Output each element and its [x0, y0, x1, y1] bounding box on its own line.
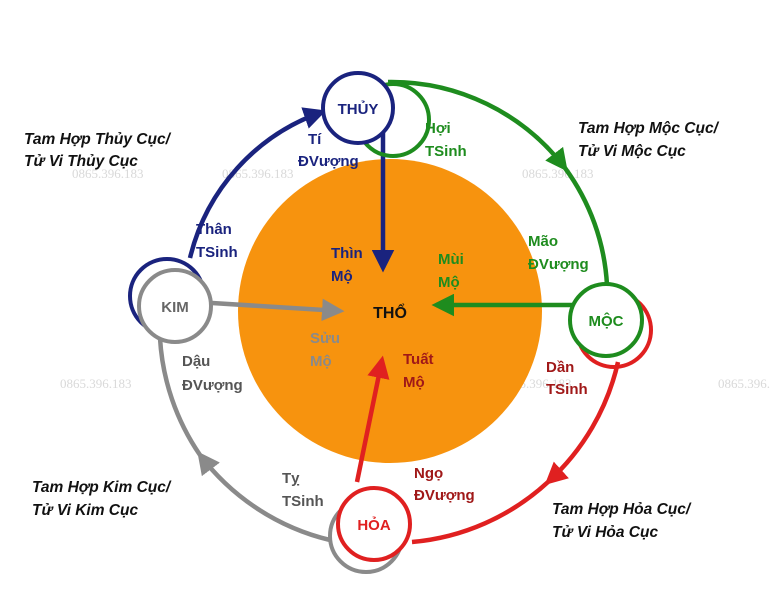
- branch-dau-state: ĐVượng: [182, 377, 243, 394]
- tomb-tuat: Tuất: [403, 351, 434, 368]
- arrow-hoa-to-tho: [354, 355, 390, 483]
- center-label: THỔ: [373, 303, 407, 322]
- caption-kim-line2: Tử Vi Kim Cục: [32, 502, 138, 519]
- branch-mao: Mão: [528, 233, 558, 250]
- node-kim-ring: [137, 268, 213, 344]
- node-hoa-label: HỎA: [357, 516, 391, 534]
- branch-mao-state: ĐVượng: [528, 256, 589, 273]
- node-moc-ring: [568, 282, 644, 358]
- caption-hoa-line2: Tử Vi Hỏa Cục: [552, 524, 658, 541]
- tomb-thin-state: Mộ: [331, 268, 353, 285]
- watermark: 0865.396.183: [522, 166, 594, 181]
- branch-hoi-state: TSinh: [425, 143, 467, 160]
- branch-ti: Tí: [308, 131, 322, 148]
- caption-thuy-line1: Tam Hợp Thủy Cục/: [24, 131, 172, 148]
- branch-ngo-state: ĐVượng: [414, 487, 475, 504]
- watermark: 0865.396.183: [222, 166, 294, 181]
- branch-hoi: Hợi: [425, 120, 451, 137]
- branch-dau: Dậu: [182, 353, 210, 370]
- node-hoa-ring: [336, 486, 412, 562]
- node-kim-label: KIM: [161, 299, 189, 316]
- arc-than-to-thuy: [187, 107, 327, 259]
- arc-kim-tail: [157, 337, 202, 457]
- arc-dan-to-hoa: [544, 361, 621, 486]
- arc-moc-tail: [563, 166, 610, 286]
- branch-than: Thân: [196, 221, 232, 238]
- node-moc-label: MỘC: [589, 312, 624, 330]
- tomb-suu-state: Mộ: [310, 353, 332, 370]
- arc-ty-to-kim: [197, 451, 331, 543]
- caption-hoa-line1: Tam Hợp Hỏa Cục/: [552, 501, 692, 518]
- branch-ti-state: ĐVượng: [298, 153, 359, 170]
- tomb-thin: Thìn: [331, 245, 363, 262]
- tho-circle: [238, 159, 542, 463]
- watermark: 0865.396.183: [72, 166, 144, 181]
- arc-hoa-tail: [411, 480, 550, 545]
- node-thuy-label: THỦY: [338, 100, 379, 118]
- caption-thuy-line2: Tử Vi Thủy Cục: [24, 153, 138, 170]
- node-moc: MỘC: [568, 282, 653, 369]
- node-hoa: HỎA: [328, 486, 412, 574]
- node-thuy: THỦY: [321, 71, 431, 158]
- tomb-mui-state: Mộ: [438, 274, 460, 291]
- caption-kim-line1: Tam Hợp Kim Cục/: [32, 479, 172, 496]
- watermark: 0865.396.183: [60, 376, 132, 391]
- branch-ty: Tỵ: [282, 470, 300, 487]
- branch-ngo: Ngọ: [414, 465, 443, 482]
- watermark: 0865.396.183: [718, 376, 770, 391]
- tomb-suu: Sửu: [310, 330, 340, 347]
- caption-moc-line2: Tử Vi Mộc Cục: [578, 143, 686, 160]
- node-thuy-ring: [321, 71, 395, 145]
- arc-hoi-to-moc: [387, 79, 568, 172]
- branch-than-state: TSinh: [196, 244, 238, 261]
- tomb-tuat-state: Mộ: [403, 374, 425, 391]
- tomb-mui: Mùi: [438, 251, 464, 268]
- branch-dan: Dần: [546, 359, 574, 376]
- node-kim: KIM: [128, 257, 213, 344]
- branch-dan-state: TSinh: [546, 381, 588, 398]
- arrow-kim-to-tho: [211, 298, 345, 322]
- caption-moc-line1: Tam Hợp Mộc Cục/: [578, 120, 720, 137]
- branch-ty-state: TSinh: [282, 493, 324, 510]
